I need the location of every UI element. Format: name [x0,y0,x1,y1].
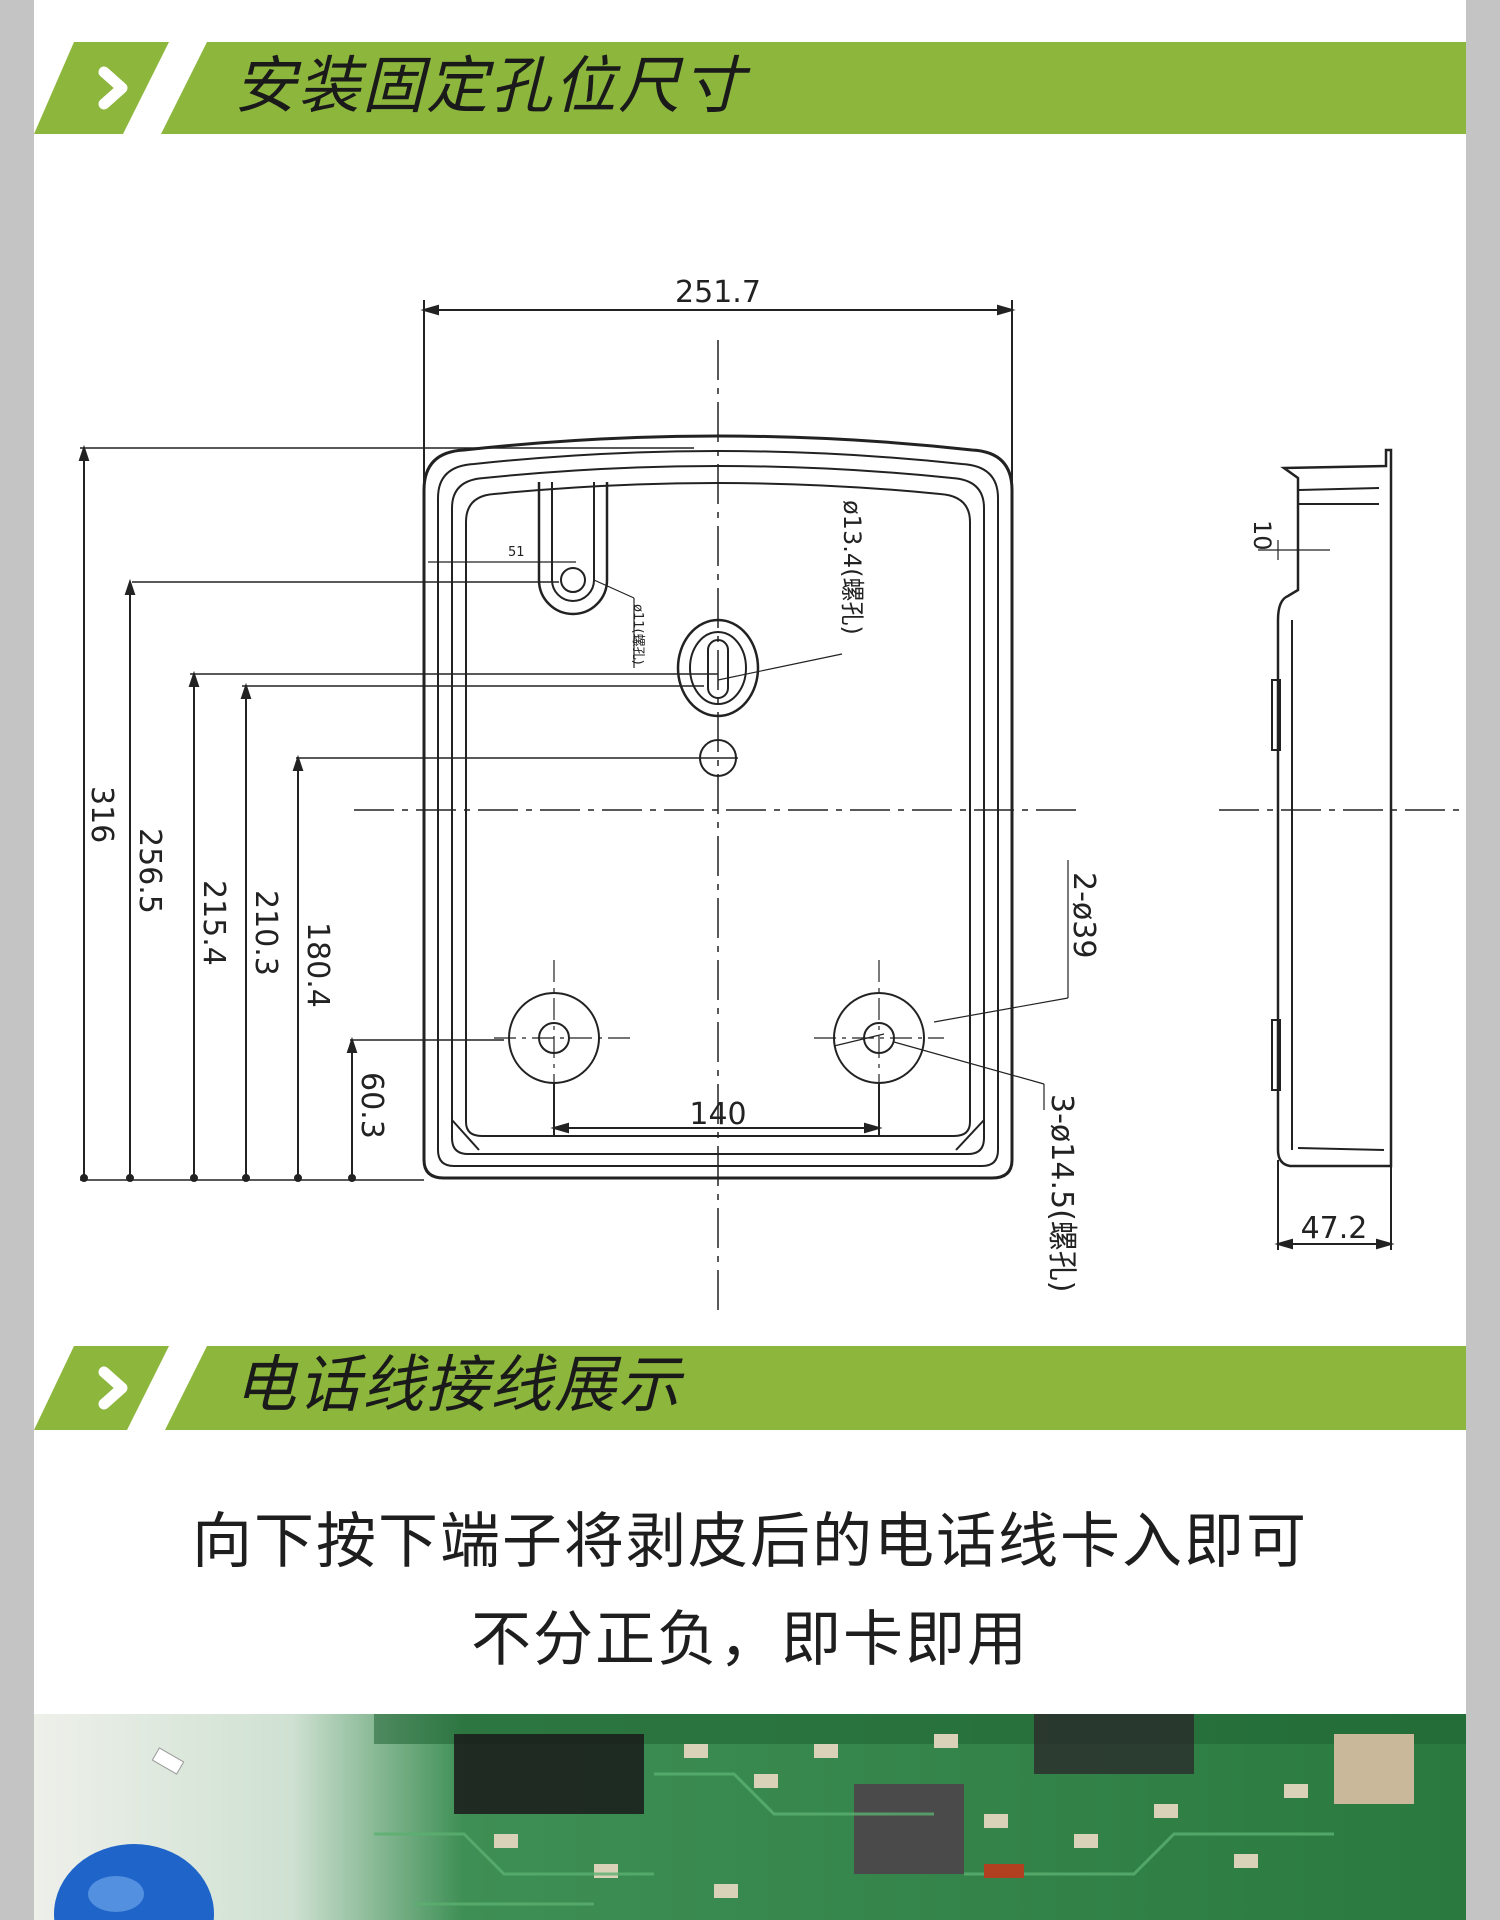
wiring-caption-line-1: 向下按下端子将剥皮后的电话线卡入即可 [192,1507,1308,1577]
height-label-256-5: 256.5 [132,828,167,914]
side-depth-label: 47.2 [1301,1211,1368,1246]
chevron-right-icon [98,1366,128,1410]
height-label-316: 316 [84,786,119,843]
mounting-dimension-drawing: 251.7 140 316 256.5 215.4 210.3 180.4 60… [78,275,1466,1310]
height-label-60-3: 60.3 [354,1072,389,1139]
chevron-right-icon [98,66,128,110]
pcb-photo [34,1714,1466,1920]
wiring-caption-line-2: 不分正负，即卡即用 [471,1605,1029,1675]
slot-callout-label: ø11(螺孔) [630,604,645,665]
side-thickness-label: 10 [1248,520,1276,551]
hole-spacing-label: 140 [689,1097,746,1132]
slot-small-label: 51 [508,545,525,560]
section-banner-wiring: 电话线接线展示 [34,1324,1466,1464]
section-title: 电话线接线展示 [234,1348,683,1421]
width-dimension-label: 251.7 [675,275,761,310]
small-holes-callout-label: 3-ø14.5(螺孔) [1044,1094,1079,1292]
height-label-215-4: 215.4 [196,880,231,966]
section-title: 安装固定孔位尺寸 [234,49,747,122]
height-label-180-4: 180.4 [300,922,335,1008]
keyhole-callout-label: ø13.4(螺孔) [838,500,866,635]
height-label-210-3: 210.3 [248,890,283,976]
right-frame-border [1466,0,1500,1920]
large-holes-callout-label: 2-ø39 [1066,872,1101,958]
left-frame-border [0,0,34,1920]
section-banner-mounting: 安装固定孔位尺寸 [34,20,1466,160]
